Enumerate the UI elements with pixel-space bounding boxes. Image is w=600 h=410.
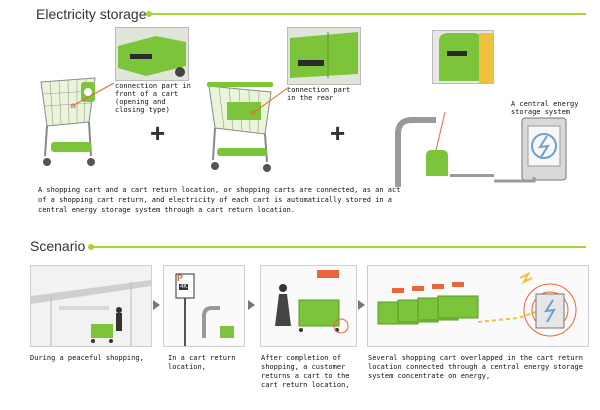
scenario-panel-3	[260, 265, 357, 347]
front-leader-line	[70, 82, 115, 108]
scenario-panel-1	[30, 265, 152, 347]
storage-description: A shopping cart and a cart return locati…	[38, 186, 401, 214]
scenario-arrow-3	[358, 300, 365, 310]
cart-rear-illustration	[205, 78, 283, 176]
scenario-rule-dot	[88, 244, 94, 250]
return-sign-letter: P	[177, 273, 184, 283]
plus-sign-2: +	[330, 118, 346, 148]
energy-cable	[494, 177, 544, 187]
rear-leader-line	[250, 86, 290, 116]
title-rule-dot	[146, 11, 152, 17]
scenario-panel-2	[163, 265, 245, 347]
scenario-section-title: Scenario	[30, 238, 86, 254]
return-sign-number: 4K	[179, 284, 189, 290]
central-storage-label: A central energy storage system	[511, 100, 579, 116]
plus-sign-1: +	[150, 118, 166, 148]
rear-connector-label: connection part in the rear	[287, 86, 351, 102]
title-rule	[150, 13, 586, 15]
return-station-illustration	[378, 112, 496, 192]
scenario-caption-1: During a peaceful shopping,	[30, 354, 144, 362]
scenario-rule	[92, 246, 586, 248]
scenario-caption-4: Several shopping cart overlapped in the …	[368, 354, 583, 380]
return-station-closeup	[432, 30, 494, 84]
scenario-arrow-1	[153, 300, 160, 310]
front-connector-label: connection part in front of a cart (open…	[115, 82, 191, 114]
rear-connector-closeup	[287, 27, 361, 85]
front-connector-closeup	[115, 27, 189, 81]
scenario-caption-2: In a cart return location,	[168, 354, 236, 371]
scenario-arrow-2	[248, 300, 255, 310]
scenario-panel-4	[367, 265, 589, 347]
storage-section-title: Electricity storage	[36, 6, 147, 22]
scenario-caption-3: After completion of shopping, a customer…	[261, 354, 350, 389]
central-storage-unit	[520, 116, 570, 184]
cart-front-illustration	[35, 72, 105, 172]
